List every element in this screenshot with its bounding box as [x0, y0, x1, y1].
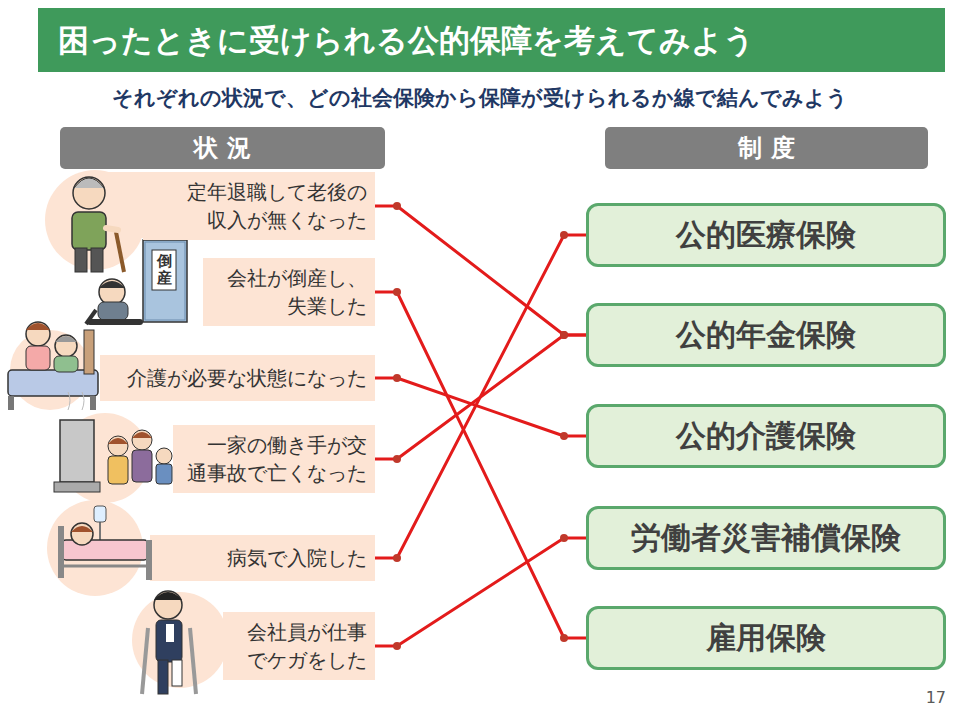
- node-text: 病気で入院した: [227, 544, 367, 572]
- match-line: [375, 202, 586, 339]
- node-text: 会社員が仕事 でケガをした: [231, 618, 367, 674]
- match-line: [375, 231, 586, 562]
- column-header: 制 度: [605, 127, 928, 169]
- node-text: 介護が必要な状態になった: [127, 364, 367, 392]
- insurance-box: 労働者災害補償保険: [586, 506, 946, 570]
- match-line: [375, 534, 586, 650]
- node-text: 公的医療保険: [676, 215, 856, 256]
- old-man-figure: [72, 177, 124, 272]
- column-header: 状 況: [60, 127, 385, 169]
- insurance-box: 公的介護保険: [586, 404, 946, 468]
- bankrupt-building: [143, 240, 187, 322]
- match-line: [375, 374, 586, 440]
- situation-box: 介護が必要な状態になった: [100, 355, 375, 401]
- situation-box: 病気で入院した: [200, 535, 375, 581]
- bereaved-family-figure: [54, 392, 172, 492]
- match-line: [375, 288, 586, 642]
- nursing-care-figure: [8, 322, 98, 410]
- node-text: 定年退職して老後の 収入が無くなった: [151, 178, 367, 234]
- node-text: 制 度: [738, 132, 794, 164]
- node-text: 労働者災害補償保険: [631, 518, 901, 559]
- instruction-text: それぞれの状況で、どの社会保険から保障が受けられるか線で結んでみよう: [0, 84, 960, 112]
- node-text: 雇用保険: [706, 618, 826, 659]
- unemployed-man-figure: [86, 279, 140, 324]
- situation-box: 会社員が仕事 でケガをした: [223, 612, 375, 680]
- situation-box: 定年退職して老後の 収入が無くなった: [143, 172, 375, 240]
- building-sign: 倒産: [157, 253, 172, 286]
- insurance-box: 雇用保険: [586, 606, 946, 670]
- situation-box: 一家の働き手が交 通事故で亡くなった: [173, 425, 375, 493]
- page-number: 17: [926, 688, 946, 707]
- node-text: 会社が倒産し、 失業した: [211, 264, 367, 320]
- situation-box: 会社が倒産し、 失業した: [203, 258, 375, 326]
- insurance-box: 公的年金保険: [586, 303, 946, 367]
- insurance-box: 公的医療保険: [586, 203, 946, 267]
- hospital-bed-figure: [58, 506, 152, 580]
- node-text: 状 況: [194, 132, 250, 164]
- node-text: 公的年金保険: [676, 315, 856, 356]
- node-text: 一家の働き手が交 通事故で亡くなった: [181, 431, 367, 487]
- injured-worker-figure: [142, 591, 196, 694]
- page-title: 困ったときに受けられる公的保障を考えてみよう: [58, 8, 755, 72]
- node-text: 公的介護保険: [676, 416, 856, 457]
